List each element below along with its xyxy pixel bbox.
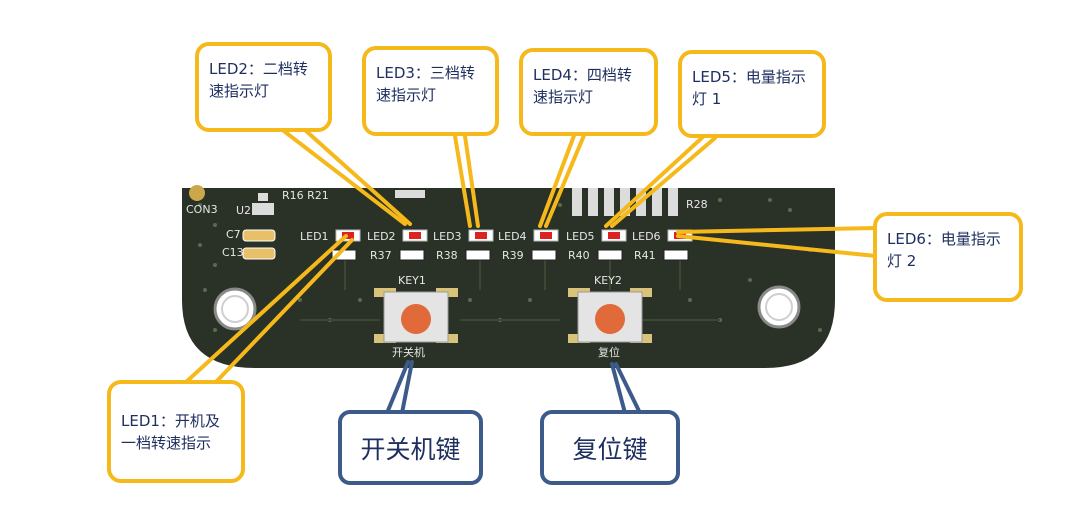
key2-label: KEY2 — [594, 274, 622, 287]
resistor-label-r38: R38 — [436, 249, 458, 262]
leader-led5-a — [604, 133, 707, 228]
led-label-1: LED1 — [300, 230, 329, 243]
led-label-6: LED6 — [632, 230, 661, 243]
led-4-die — [540, 232, 552, 239]
key1-silk: 开关机 — [392, 345, 425, 359]
led-5-die — [608, 232, 620, 239]
led-label-3: LED3 — [433, 230, 462, 243]
resistor-label-r40: R40 — [568, 249, 590, 262]
connector-pad — [189, 185, 205, 201]
resistor-row: R37 R38 R39 R40 R41 — [331, 249, 689, 262]
callout-led2: LED2：二档转 速指示灯 — [195, 42, 332, 132]
r16-label: R16 R21 — [282, 189, 329, 202]
leader-power-a — [385, 360, 410, 415]
key2-switch — [568, 288, 652, 343]
leader-led3-b — [463, 134, 480, 228]
c13-label: C13 — [222, 246, 244, 259]
c7-cap — [242, 229, 276, 242]
resistor-label-r37: R37 — [370, 249, 392, 262]
leader-led2-b — [303, 128, 412, 226]
mounting-hole-right — [757, 285, 801, 329]
resistor-r37 — [399, 249, 425, 261]
u2-label: U2 — [236, 204, 251, 217]
leader-led4-b — [544, 131, 587, 228]
pcb-traces — [300, 260, 720, 321]
key1-switch — [374, 288, 458, 343]
u2-chip — [252, 203, 274, 215]
c13-cap — [242, 247, 276, 260]
leader-led6-a — [676, 226, 878, 234]
callout-led4: LED4：四档转 速指示灯 — [519, 48, 658, 136]
leader-led6-b — [676, 234, 878, 258]
leader-reset-a — [610, 362, 627, 415]
key2-silk: 复位 — [598, 345, 620, 359]
callout-led6: LED6：电量指示 灯 2 — [873, 212, 1023, 302]
resistor-r40 — [597, 249, 623, 261]
leader-led1-a — [183, 234, 348, 385]
c7-label: C7 — [226, 228, 241, 241]
led-label-4: LED4 — [498, 230, 527, 243]
mounting-hole-left — [213, 287, 257, 331]
led-2-die — [409, 232, 421, 239]
resistor-r41 — [663, 249, 689, 261]
leader-reset-b — [614, 362, 642, 415]
leader-led1-b — [213, 238, 354, 385]
led-1-die — [342, 232, 354, 239]
reset-key-label: 复位键 — [540, 410, 680, 485]
r28-label: R28 — [686, 198, 708, 211]
resistor-r39 — [531, 249, 557, 261]
key1-label: KEY1 — [398, 274, 426, 287]
led-3-die — [475, 232, 487, 239]
leader-lines-blue — [385, 360, 642, 415]
leader-led2-a — [278, 126, 407, 226]
callout-led5: LED5：电量指示 灯 1 — [678, 50, 826, 138]
leader-lines-yellow — [183, 126, 878, 385]
resistor-label-r41: R41 — [634, 249, 656, 262]
resistor-label-r39: R39 — [502, 249, 524, 262]
led-label-2: LED2 — [367, 230, 396, 243]
pcb-board — [182, 188, 835, 368]
callout-led3: LED3：三档转 速指示灯 — [362, 46, 499, 136]
leader-led5-b — [610, 136, 717, 228]
leader-led3-a — [453, 134, 472, 228]
connector-label: CON3 — [186, 203, 218, 216]
leader-power-b — [400, 360, 414, 415]
component-d — [395, 190, 425, 198]
component-l8 — [258, 193, 268, 201]
led-label-5: LED5 — [566, 230, 595, 243]
callout-led1: LED1：开机及 一档转速指示 — [107, 380, 245, 483]
leader-led4-a — [538, 131, 577, 228]
power-key-label: 开关机键 — [338, 410, 483, 485]
resistor-r38 — [465, 249, 491, 261]
